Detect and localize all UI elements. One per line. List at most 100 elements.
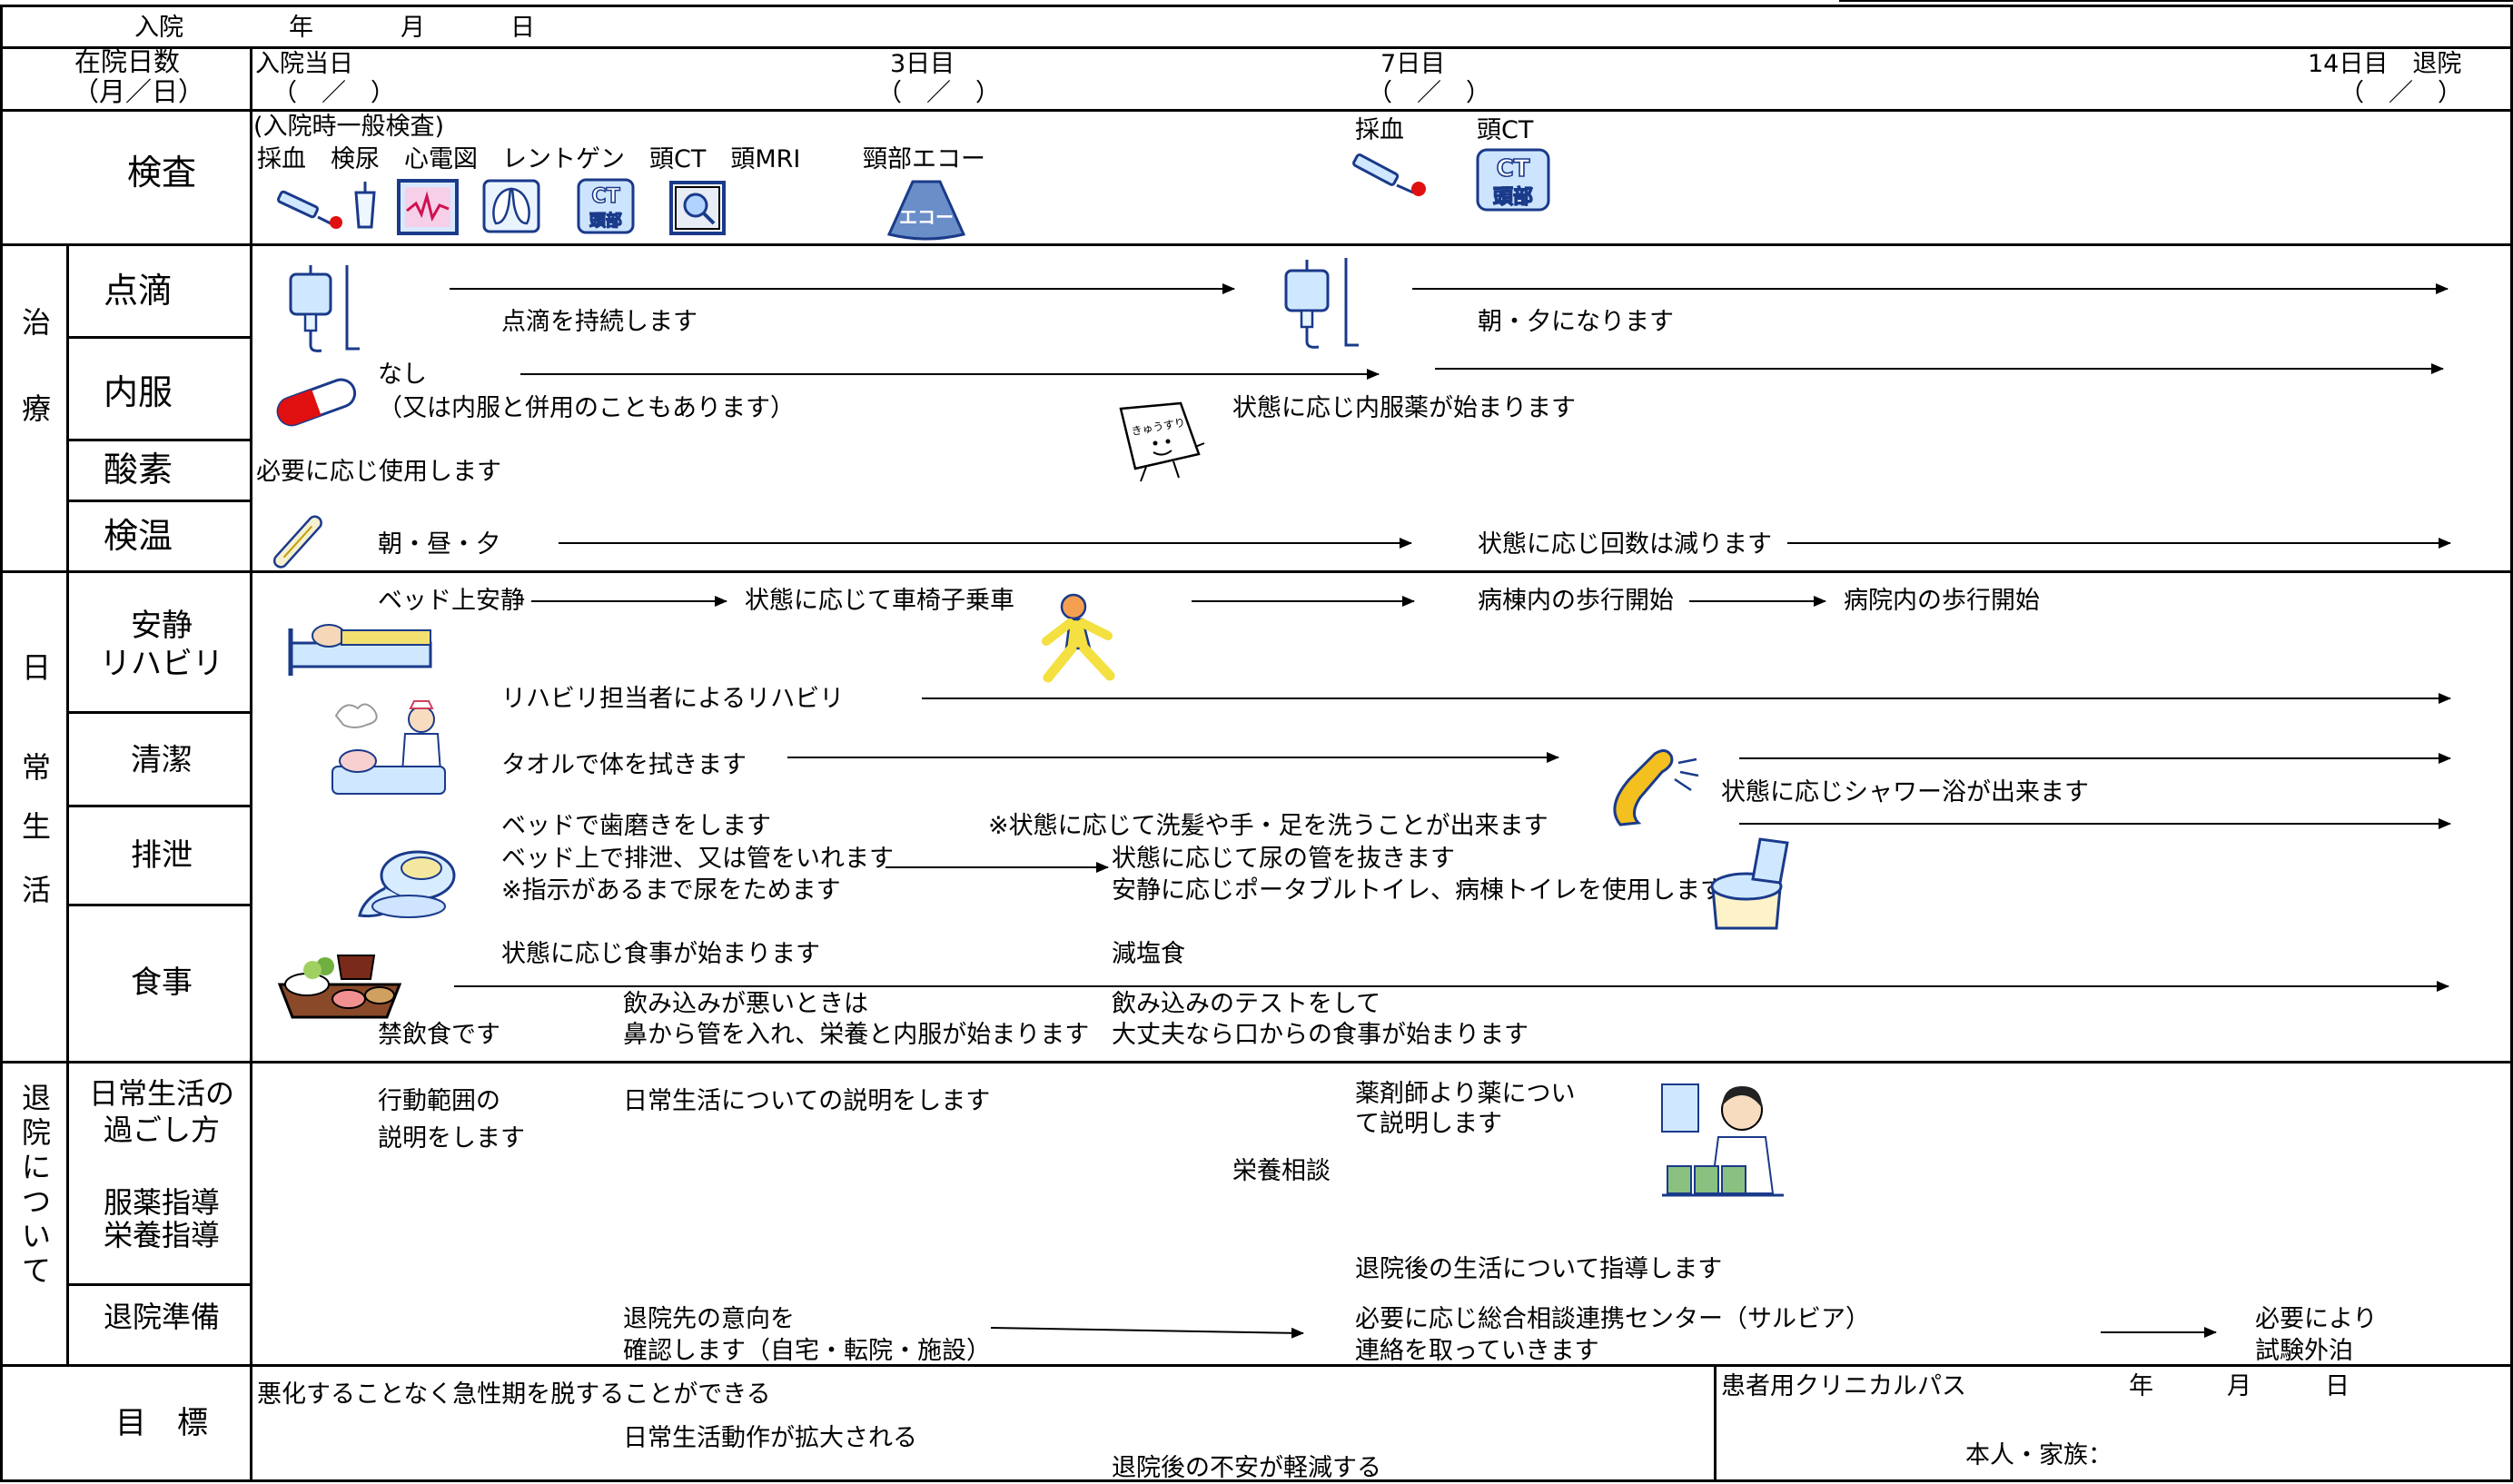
treatment-group-2: 療: [21, 391, 51, 426]
range-2: 説明をします: [378, 1124, 525, 1153]
line-top-right: [1839, 0, 2513, 2]
arrow-dest: [990, 1327, 1304, 1339]
xray-icon: [482, 179, 540, 233]
ecg-icon: [397, 179, 459, 235]
destination-2: 確認します（自宅・転院・施設）: [623, 1337, 991, 1365]
syringe-icon: [277, 190, 342, 229]
line-treat-r: [325, 570, 2513, 573]
clinical-path-title: 患者用クリニカルパス: [1721, 1372, 1966, 1400]
trial-stay-2: 試験外泊: [2255, 1337, 2353, 1365]
temp-label: 検温: [103, 516, 173, 556]
urine-cup-icon: [354, 182, 376, 229]
meal-test-2: 大丈夫なら口からの食事が始まります: [1112, 1021, 1529, 1049]
shower-icon: [1613, 749, 1699, 826]
path-year: 年: [2129, 1372, 2153, 1400]
pharmacist-2: て説明します: [1355, 1110, 1502, 1138]
clean-shower: 状態に応じシャワー浴が出来ます: [1721, 778, 2089, 806]
line-oxy: [68, 500, 252, 502]
mri-icon: [669, 181, 726, 235]
meal-low-salt: 減塩食: [1112, 940, 1185, 968]
discharge-group: 退院について: [21, 1081, 51, 1288]
line-right: [2510, 5, 2513, 1482]
line-clean: [68, 805, 252, 807]
day7-label: 7日目: [1380, 50, 1446, 78]
medication-guidance-label-1: 服薬指導: [103, 1185, 220, 1220]
exam-ct-day7: 頭CT: [1477, 116, 1534, 144]
medicine-bag-icon: きゅうすり: [1119, 401, 1205, 482]
medication-guidance-label-2: 栄養指導: [103, 1218, 220, 1252]
patient-family: 本人・家族：: [1965, 1441, 2112, 1469]
treatment-group-1: 治: [21, 305, 51, 340]
days-label: 在院日数: [74, 46, 181, 77]
iv-drip-icon: [289, 265, 360, 352]
exam-neck-echo: 頸部エコー: [863, 145, 985, 173]
daily-group-3: 生: [21, 809, 51, 844]
meal-test-1: 飲み込みのテストをして: [1112, 990, 1381, 1018]
daily-life-label-1: 日常生活の: [88, 1076, 234, 1111]
excretion-label: 排泄: [131, 837, 193, 874]
meal-swallow-1: 飲み込みが悪いときは: [623, 990, 868, 1018]
exam-items: 採血 検尿 心電図 レントゲン 頭CT 頭MRI: [257, 145, 801, 173]
rest-label-2: リハビリ: [100, 646, 223, 682]
days-sub: （月／日）: [73, 76, 205, 107]
rest-label: 安静 リハビリ: [71, 607, 252, 683]
nutrition-consult: 栄養相談: [1232, 1157, 1331, 1185]
day3-date: （ ／ ）: [877, 79, 1000, 107]
clean-label: 清潔: [131, 742, 193, 778]
drip-continue: 点滴を持続します: [501, 308, 698, 336]
rest-hospital-walk: 病院内の歩行開始: [1844, 587, 2040, 615]
rest-label-1: 安静: [131, 608, 193, 644]
svg-text:頭部: 頭部: [589, 211, 622, 231]
oral-note: （又は内服と併用のこともあります）: [378, 394, 795, 422]
rest-wheelchair: 状態に応じて車椅子乗車: [745, 587, 1014, 615]
line-header: [0, 46, 2513, 49]
line-disc: [0, 1364, 2513, 1367]
line-label-col: [250, 46, 252, 1482]
day14-label: 14日目 退院: [2308, 50, 2462, 78]
excretion-2: ※指示があるまで尿をためます: [501, 876, 841, 905]
daily-explain: 日常生活についての説明をします: [623, 1087, 991, 1115]
daily-life-label-2: 過ごし方: [103, 1113, 220, 1147]
line-bottom: [0, 1479, 2513, 1482]
ultrasound-icon: エコー: [886, 180, 966, 241]
excretion-3: 状態に応じて尿の管を抜きます: [1112, 845, 1455, 873]
excretion-4: 安静に応じポータブルトイレ、病棟トイレを使用します: [1112, 876, 1725, 905]
exam-label: 検査: [126, 153, 196, 193]
excretion-1: ベッド上で排泄、又は管をいれます: [501, 845, 894, 873]
line-oral: [68, 439, 252, 441]
exam-blood-day7: 採血: [1355, 116, 1404, 144]
portable-toilet-icon: [1710, 837, 1789, 930]
clean-hair: ※状態に応じて洗髪や手・足を洗うことが出来ます: [988, 812, 1548, 840]
oxygen-label: 酸素: [103, 450, 173, 490]
clean-teeth: ベッドで歯磨きをします: [501, 812, 771, 840]
rest-ward-walk: 病棟内の歩行開始: [1478, 587, 1674, 615]
thermometer-icon: [272, 515, 322, 569]
head-ct-day7-icon: CT 頭部: [1476, 148, 1550, 212]
line-group-col: [66, 243, 69, 1364]
line-excr: [68, 904, 252, 906]
path-month: 月: [2227, 1372, 2251, 1400]
rest-bed: ベッド上安静: [378, 587, 525, 615]
day0-date: （ ／ ）: [272, 79, 395, 107]
line-left: [0, 5, 3, 1482]
day0-label: 入院当日: [255, 50, 353, 78]
temp-day7: 状態に応じ回数は減ります: [1478, 530, 1772, 559]
goal-3: 退院後の不安が軽減する: [1112, 1454, 1381, 1482]
drip-label: 点滴: [103, 271, 173, 311]
admission-label: 入院: [134, 14, 183, 42]
iv-drip-day7-icon: [1284, 258, 1359, 349]
oral-label: 内服: [103, 372, 173, 412]
meal-tray-icon: [277, 955, 402, 1019]
meal-fasting: 禁飲食です: [378, 1021, 500, 1049]
pharmacist-icon: [1661, 1083, 1784, 1197]
line-rest: [68, 711, 252, 714]
center-1: 必要に応じ総合相談連携センター（サルビア）: [1355, 1305, 1870, 1333]
temp-note: 朝・昼・夕: [378, 530, 500, 559]
day3-label: 3日目: [890, 50, 955, 78]
clean-towel: タオルで体を拭きます: [501, 751, 747, 779]
daily-group-1: 日: [21, 650, 51, 685]
trial-stay-1: 必要により: [2255, 1305, 2378, 1333]
day7-date: （ ／ ）: [1368, 79, 1490, 107]
meal-start: 状態に応じ食事が始まります: [501, 940, 820, 968]
